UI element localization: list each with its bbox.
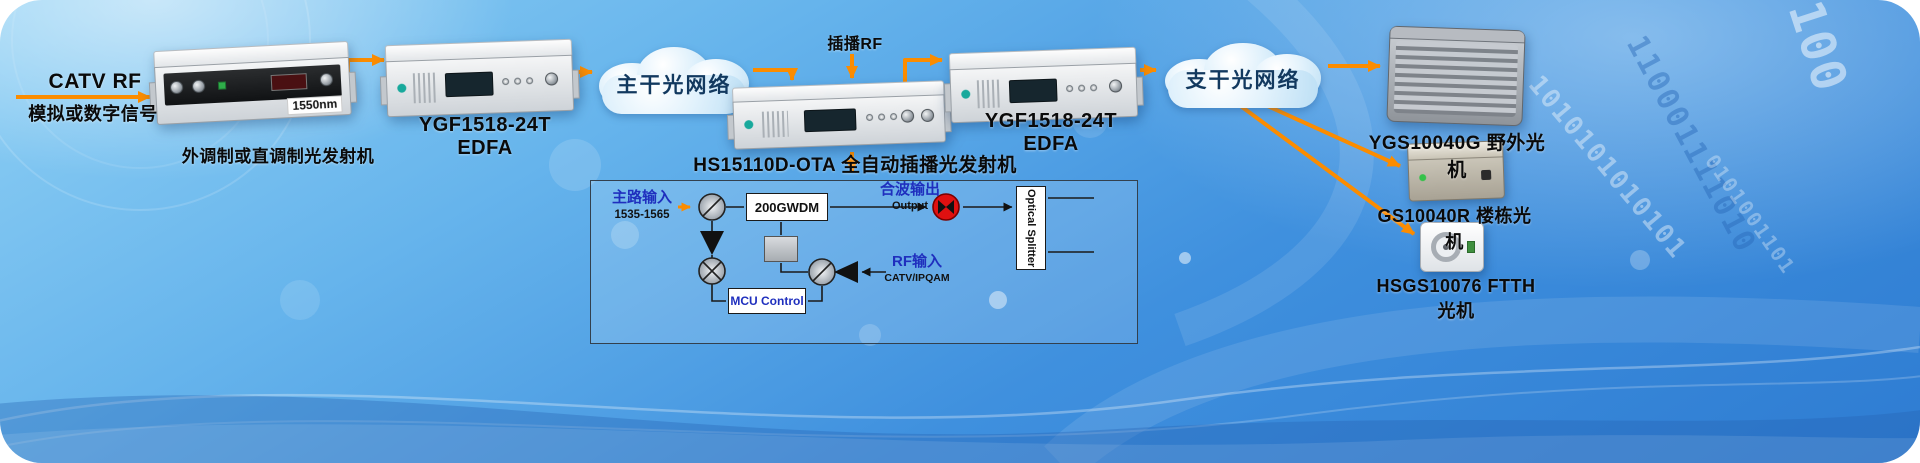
insert-rf-label: 插播RF bbox=[827, 36, 883, 53]
panel-button bbox=[526, 77, 534, 85]
laser-module-box bbox=[764, 236, 798, 262]
vent-grille bbox=[412, 72, 436, 104]
branch-network-cloud: 支干光网络 bbox=[1162, 40, 1324, 112]
catv-rf-title: CATV RF bbox=[48, 70, 142, 93]
wavelength-sticker: 1550nm bbox=[287, 95, 343, 116]
panel-button bbox=[1066, 84, 1074, 93]
optical-transmitter-caption: 外调制或直调制光发射机 bbox=[181, 147, 375, 166]
bokeh-dot bbox=[611, 221, 639, 249]
display-module bbox=[270, 73, 308, 92]
ftth-receiver-caption: HSGS10076 FTTH 光机 bbox=[1376, 276, 1536, 321]
panel-button bbox=[865, 113, 874, 122]
cloud-puff bbox=[602, 75, 746, 114]
fiber-adapter bbox=[217, 81, 227, 90]
outdoor-optical-receiver-device bbox=[1386, 25, 1526, 127]
fiber-spool bbox=[1431, 232, 1461, 262]
trunk-network-cloud: 主干光网络 bbox=[596, 44, 752, 118]
optical-port bbox=[1108, 79, 1123, 93]
trunk-network-label: 主干光网络 bbox=[616, 74, 732, 98]
bokeh-dot bbox=[549, 139, 601, 191]
optical-transmitter-device: 1550nm bbox=[148, 40, 358, 126]
panel-button bbox=[502, 77, 510, 86]
device-front-panel bbox=[726, 94, 952, 150]
branch-network-label: 支干光网络 bbox=[1185, 69, 1301, 93]
insert-transmitter-device bbox=[726, 80, 952, 150]
panel-button bbox=[514, 77, 522, 85]
rack-ear bbox=[726, 114, 735, 140]
bokeh-dot bbox=[1179, 252, 1191, 264]
combine-output-label: 合波输出 bbox=[879, 181, 940, 198]
rf-connector-port bbox=[319, 72, 334, 87]
main-input-label: 主路输入 bbox=[611, 189, 672, 206]
panel-button bbox=[1090, 84, 1098, 92]
vent-grille bbox=[761, 110, 789, 138]
rack-ear bbox=[1135, 76, 1144, 106]
fiber-port bbox=[1467, 241, 1475, 253]
edfa1-caption: YGF1518-24T EDFA bbox=[418, 114, 552, 159]
rf-input-sub-label: CATV/IPQAM bbox=[884, 271, 950, 284]
combine-output-en-label: Output bbox=[891, 199, 929, 212]
outdoor-receiver-caption: YGS10040G 野外光机 bbox=[1368, 133, 1546, 181]
bokeh-dot bbox=[989, 291, 1007, 309]
lcd-display bbox=[444, 71, 494, 98]
edfa2-caption: YGF1518-24T EDFA bbox=[984, 110, 1118, 155]
optical-port bbox=[920, 108, 935, 123]
mcu-control-box: MCU Control bbox=[728, 288, 806, 314]
optical-port bbox=[900, 109, 915, 123]
rf-connector-port bbox=[169, 80, 184, 95]
wdm-box: 200GWDM bbox=[746, 193, 828, 221]
rack-ear bbox=[379, 75, 388, 106]
bokeh-dot bbox=[1630, 250, 1650, 270]
lcd-display bbox=[1008, 78, 1058, 104]
device-front-panel bbox=[379, 54, 580, 118]
panel-button bbox=[889, 112, 898, 121]
device-front-panel: 1550nm bbox=[148, 56, 358, 126]
bokeh-dot bbox=[859, 324, 881, 346]
catv-rf-subtitle: 模拟或数字信号 bbox=[28, 104, 158, 124]
panel-button bbox=[877, 113, 886, 121]
panel-button bbox=[1078, 84, 1086, 92]
rack-ear bbox=[943, 83, 952, 113]
brand-logo-dot bbox=[961, 89, 971, 99]
ftth-optical-receiver-device bbox=[1420, 222, 1484, 272]
rf-input-label: RF输入 bbox=[892, 253, 942, 270]
rack-ear bbox=[571, 69, 580, 99]
optical-splitter-box: Optical Splitter bbox=[1016, 186, 1046, 270]
optical-port bbox=[544, 72, 559, 86]
brand-logo-dot bbox=[744, 120, 754, 130]
edfa1-device bbox=[379, 38, 580, 118]
rf-connector-port bbox=[191, 79, 206, 94]
bokeh-dot bbox=[280, 280, 320, 320]
lcd-display bbox=[803, 108, 857, 133]
vent-grille bbox=[976, 79, 1000, 109]
heatsink-fins bbox=[1393, 40, 1519, 118]
brand-logo-dot bbox=[397, 83, 407, 93]
building-receiver-caption: GS10040R 楼栋光机 bbox=[1377, 206, 1532, 252]
main-input-range: 1535-1565 bbox=[614, 208, 670, 221]
